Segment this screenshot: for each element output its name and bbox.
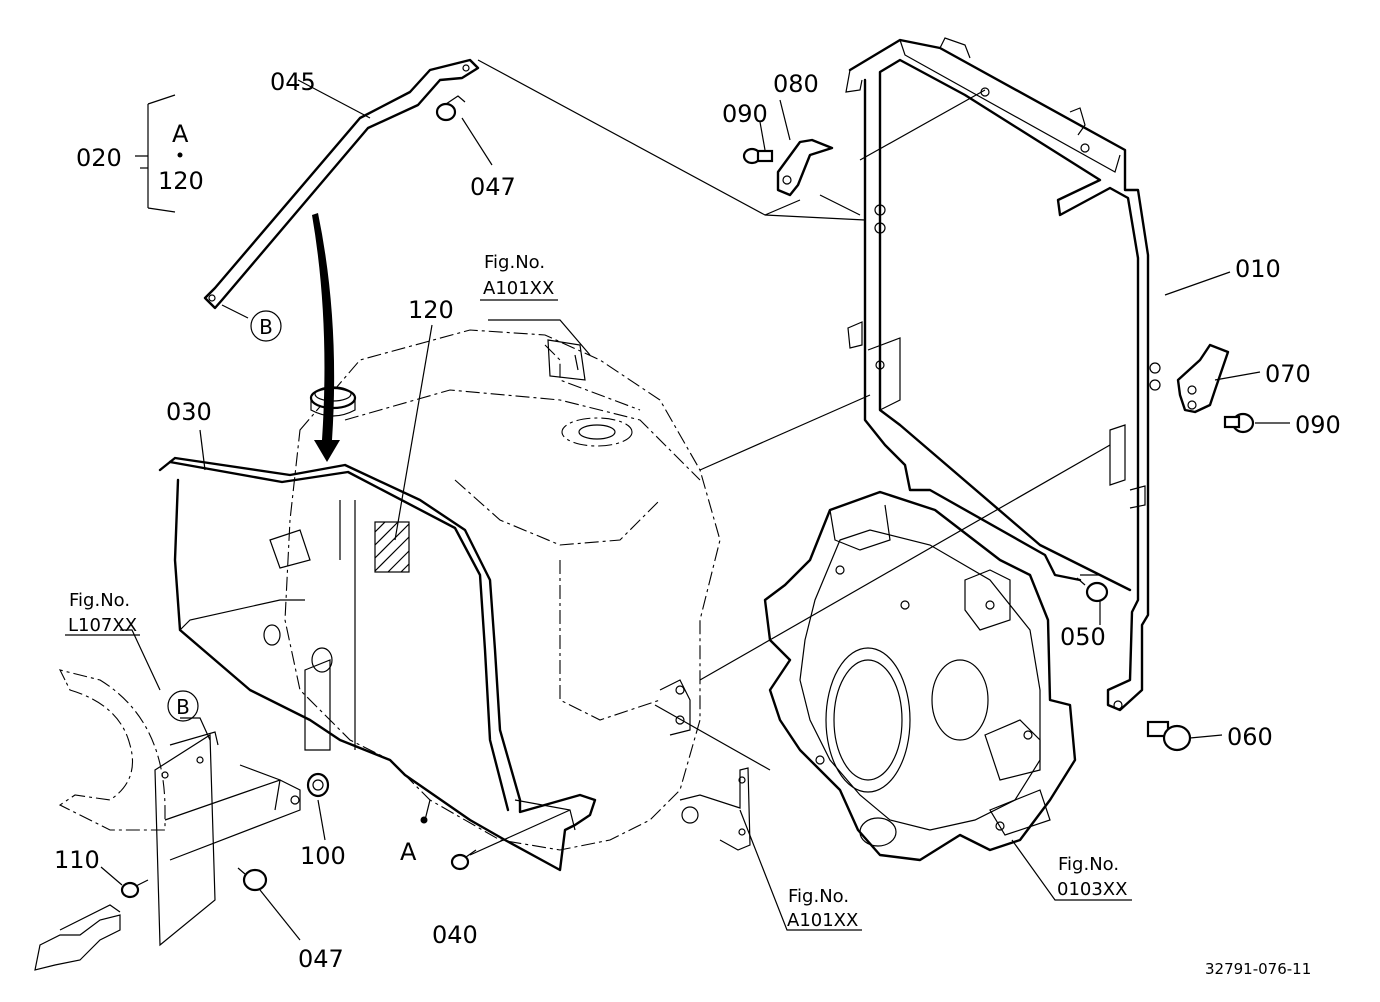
fig-ref-a101-bottom: Fig.No. A101XX: [787, 886, 858, 931]
fig-ref-a101-top: Fig.No. A101XX: [483, 252, 554, 299]
svg-text:A101XX: A101XX: [787, 910, 858, 931]
leader-lines: [65, 59, 1290, 941]
fan-shroud-part: [58, 669, 166, 831]
bolt-090-top[interactable]: [742, 147, 774, 165]
bolt-100[interactable]: [306, 772, 330, 798]
circle-b-lower: B: [167, 690, 199, 722]
circle-b-upper: B: [250, 310, 282, 342]
label-070: 070: [1265, 360, 1311, 388]
label-ref-a: A: [400, 838, 417, 866]
svg-text:Fig.No.: Fig.No.: [69, 590, 130, 611]
ref-a-dot: [420, 816, 428, 824]
bolt-047-bottom[interactable]: [237, 867, 268, 892]
bracket-080[interactable]: [776, 138, 834, 197]
svg-text:0103XX: 0103XX: [1057, 879, 1127, 900]
label-110: 110: [54, 846, 100, 874]
label-020-120: 120: [158, 167, 204, 195]
tank-cover-030[interactable]: [158, 456, 597, 872]
bolt-047-top[interactable]: [435, 95, 466, 122]
label-050: 050: [1060, 623, 1106, 651]
flywheel-housing: [763, 490, 1077, 862]
label-100: 100: [300, 842, 346, 870]
svg-text:Fig.No.: Fig.No.: [1058, 854, 1119, 875]
label-020: 020: [76, 144, 122, 172]
fig-ref-l107: Fig.No. L107XX: [68, 590, 137, 636]
bolt-090-right[interactable]: [1223, 412, 1255, 434]
label-080: 080: [773, 70, 819, 98]
label-090-top: 090: [722, 100, 768, 128]
label-045: 045: [270, 68, 316, 96]
drawing-number: 32791-076-11: [1205, 960, 1311, 978]
svg-text:B: B: [259, 315, 273, 339]
ref-020-dot: [177, 152, 183, 158]
radiator-frame-010[interactable]: [845, 37, 1150, 712]
stay-045[interactable]: [203, 58, 480, 310]
label-120: 120: [408, 296, 454, 324]
svg-text:A101XX: A101XX: [483, 278, 554, 299]
svg-text:Fig.No.: Fig.No.: [484, 252, 545, 273]
label-090-right: 090: [1295, 411, 1341, 439]
fig-ref-0103: Fig.No. 0103XX: [1057, 854, 1127, 900]
label-040: 040: [432, 921, 478, 949]
bolt-060[interactable]: [1146, 720, 1192, 752]
filler-arrow: [312, 213, 340, 462]
svg-text:B: B: [176, 695, 190, 719]
label-010: 010: [1235, 255, 1281, 283]
svg-text:Fig.No.: Fig.No.: [788, 886, 849, 907]
fuel-tank: [284, 329, 721, 851]
lower-left-bracket: [34, 731, 301, 971]
label-047-top: 047: [470, 173, 516, 201]
bolt-050[interactable]: [1076, 577, 1109, 603]
svg-text:L107XX: L107XX: [68, 615, 137, 636]
label-020-a: A: [172, 120, 189, 148]
bolt-110[interactable]: [120, 879, 149, 899]
label-030: 030: [166, 398, 212, 426]
label-060: 060: [1227, 723, 1273, 751]
bolt-040[interactable]: [450, 849, 477, 871]
tank-bottom-bracket: [679, 767, 751, 851]
bracket-070[interactable]: [1149, 343, 1230, 414]
label-047-bottom: 047: [298, 945, 344, 973]
